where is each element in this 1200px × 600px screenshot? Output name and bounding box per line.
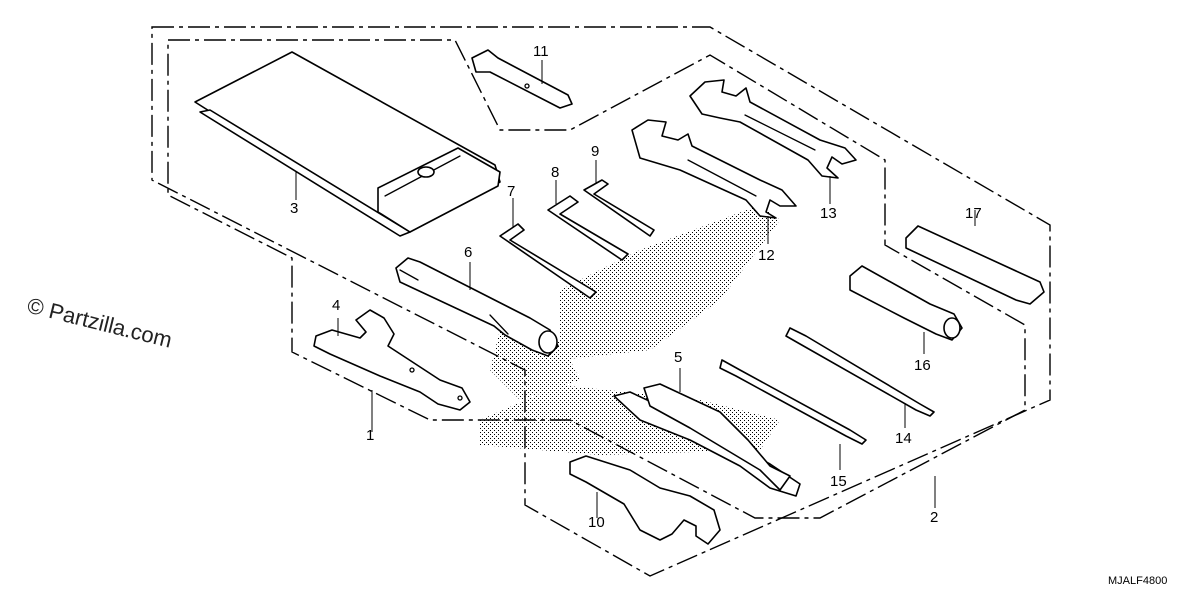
part-label-6: 6 bbox=[464, 244, 472, 261]
part-label-3: 3 bbox=[290, 200, 298, 217]
leader-lines bbox=[295, 60, 976, 518]
open-end-wrench-small[interactable] bbox=[631, 119, 797, 219]
screwdriver-phillips[interactable] bbox=[785, 327, 935, 417]
drawing-code: MJALF4800 bbox=[1108, 575, 1167, 587]
part-label-13: 13 bbox=[820, 205, 837, 222]
tool-bag[interactable] bbox=[194, 51, 501, 237]
partzilla-watermark: © Partzilla.com bbox=[25, 293, 175, 353]
part-label-15: 15 bbox=[830, 473, 847, 490]
part-label-10: 10 bbox=[588, 514, 605, 531]
hook-spanner[interactable] bbox=[569, 455, 721, 545]
plug-wrench[interactable] bbox=[395, 257, 559, 357]
screwdriver-handle[interactable] bbox=[849, 265, 963, 341]
open-end-wrench-large[interactable] bbox=[689, 79, 857, 179]
part-label-9: 9 bbox=[591, 143, 599, 160]
pliers[interactable] bbox=[613, 383, 801, 497]
hex-key-large[interactable] bbox=[499, 223, 597, 299]
part-label-2: 2 bbox=[930, 509, 938, 526]
hex-key-small[interactable] bbox=[583, 179, 655, 237]
hex-key-medium[interactable] bbox=[547, 195, 629, 261]
part-label-14: 14 bbox=[895, 430, 912, 447]
part-label-8: 8 bbox=[551, 164, 559, 181]
part-labels: 1 2 3 4 5 6 7 8 9 10 11 12 13 14 15 16 1… bbox=[290, 43, 982, 531]
part-label-4: 4 bbox=[332, 297, 340, 314]
part-label-12: 12 bbox=[758, 247, 775, 264]
part-label-5: 5 bbox=[674, 349, 682, 366]
part-label-7: 7 bbox=[507, 183, 515, 200]
part-label-11: 11 bbox=[533, 43, 549, 60]
part-label-17: 17 bbox=[965, 205, 982, 222]
part-label-16: 16 bbox=[914, 357, 931, 374]
screwdriver-flat[interactable] bbox=[719, 359, 867, 445]
part-label-1: 1 bbox=[366, 427, 374, 444]
outer-boundary bbox=[151, 26, 1051, 577]
small-wrench[interactable] bbox=[471, 49, 573, 109]
pin-spanner[interactable] bbox=[313, 309, 471, 411]
handle-grip[interactable] bbox=[905, 225, 1045, 305]
